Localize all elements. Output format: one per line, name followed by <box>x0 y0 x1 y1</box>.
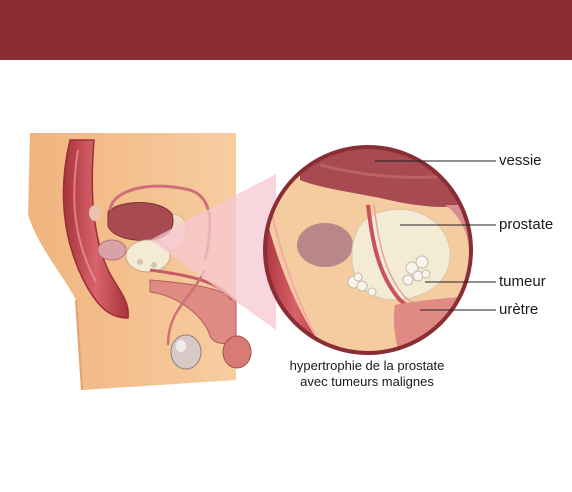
rectum-fold <box>73 149 97 283</box>
label-uretre: urètre <box>499 301 539 318</box>
zoom-tumor-left <box>347 272 377 297</box>
testicle-highlight <box>176 340 186 352</box>
zoom-circle-border <box>263 145 473 355</box>
label-vessie: vessie <box>499 152 542 169</box>
caption-line-1: hypertrophie de la prostate <box>289 358 445 373</box>
spermatic-cord <box>166 269 207 346</box>
caption-line-2: avec tumeurs malignes <box>300 374 434 389</box>
top-banner <box>0 0 572 60</box>
zoom-seminal-vesicle <box>297 223 353 267</box>
label-prostate: prostate <box>499 216 554 233</box>
glans <box>222 335 252 369</box>
seminal-vesicle <box>97 239 127 261</box>
gland-small <box>89 205 101 221</box>
testicle <box>170 334 202 370</box>
zoom-bladder-fold <box>319 163 451 179</box>
leg-outline <box>75 299 83 391</box>
zoom-tumor-right <box>402 255 431 286</box>
zoom-right-structure <box>445 205 470 260</box>
caption: hypertrophie de la prostate avec tumeurs… <box>262 358 472 390</box>
tumor-small-1 <box>137 259 143 265</box>
tumor-small-2 <box>151 262 157 268</box>
zoom-cone <box>150 174 276 330</box>
prostate-small <box>125 239 171 273</box>
label-tumeur: tumeur <box>499 273 546 290</box>
